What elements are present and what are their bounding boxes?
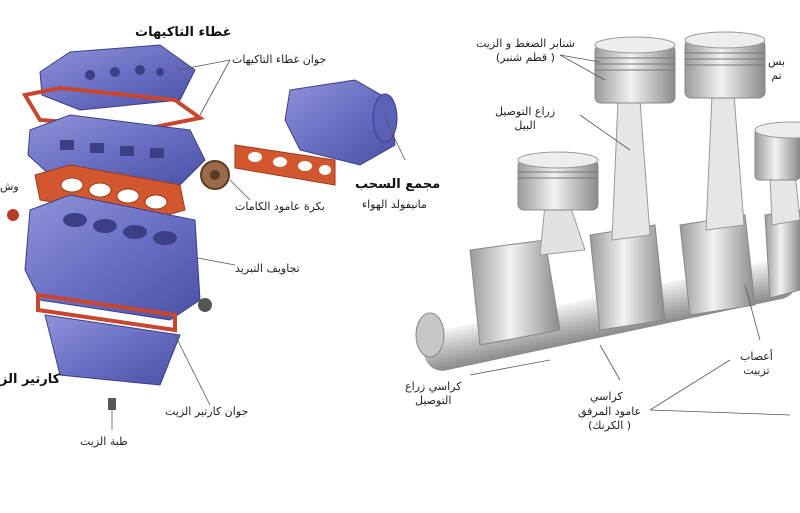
oil-plug-label: طبة الزيت (80, 435, 128, 448)
connecting-rod-label: زراع التوصيل البيل (495, 105, 556, 132)
counterweight-3 (679, 214, 756, 316)
partial-label-left: وش (0, 180, 19, 193)
connecting-rod-2 (611, 99, 651, 241)
main-bearings-label: كراسي (590, 390, 623, 403)
right-partial-label: بس تم (768, 55, 786, 82)
oil-pan-gasket-label: جوان كارتير الزيت (165, 405, 249, 418)
connecting-rod-3 (705, 94, 745, 231)
engine-block (24, 194, 201, 321)
crankshaft-label: عامود المرفق ( الكرنك) (578, 405, 642, 432)
cooling-passages-label: تجاويف التبريد (235, 262, 300, 275)
webs-label: أعصاب تزييت (740, 350, 773, 377)
counterweight-1 (469, 239, 561, 346)
intake-manifold-label: مانيفولد الهواء (362, 198, 427, 211)
piston-rings-label: شنابر الضغط و الزيت ( قطم شنبر) (476, 37, 575, 64)
intake-manifold (284, 79, 396, 166)
counterweight-2 (589, 224, 666, 331)
piston-2 (594, 36, 676, 104)
pan-gasket (36, 292, 177, 333)
seal-right (198, 298, 212, 312)
connecting-rod-1 (539, 204, 586, 256)
exploded-engine (7, 44, 406, 430)
cover-gasket-label: جوان غطاء التاكيهات (232, 53, 327, 66)
cover-gasket (21, 85, 205, 131)
rod-bearings-label: كراسي زراع التوصيل (405, 380, 462, 407)
seal-left (7, 209, 19, 221)
piston-1 (517, 151, 599, 211)
oil-pan-label: كارتير الز (0, 372, 61, 387)
valve-cover-title: غطاء التاكيهات (135, 25, 232, 40)
valve-cover (39, 44, 196, 111)
intake-manifold-title: مجمع السحب (355, 177, 441, 192)
camshaft-pulley-label: بكرة عامود الكامات (235, 200, 325, 213)
oil-plug (108, 398, 116, 410)
oil-pan (44, 314, 181, 386)
piston-3 (684, 31, 766, 99)
piston-4 (754, 121, 800, 181)
crankshaft-assembly (415, 31, 800, 416)
